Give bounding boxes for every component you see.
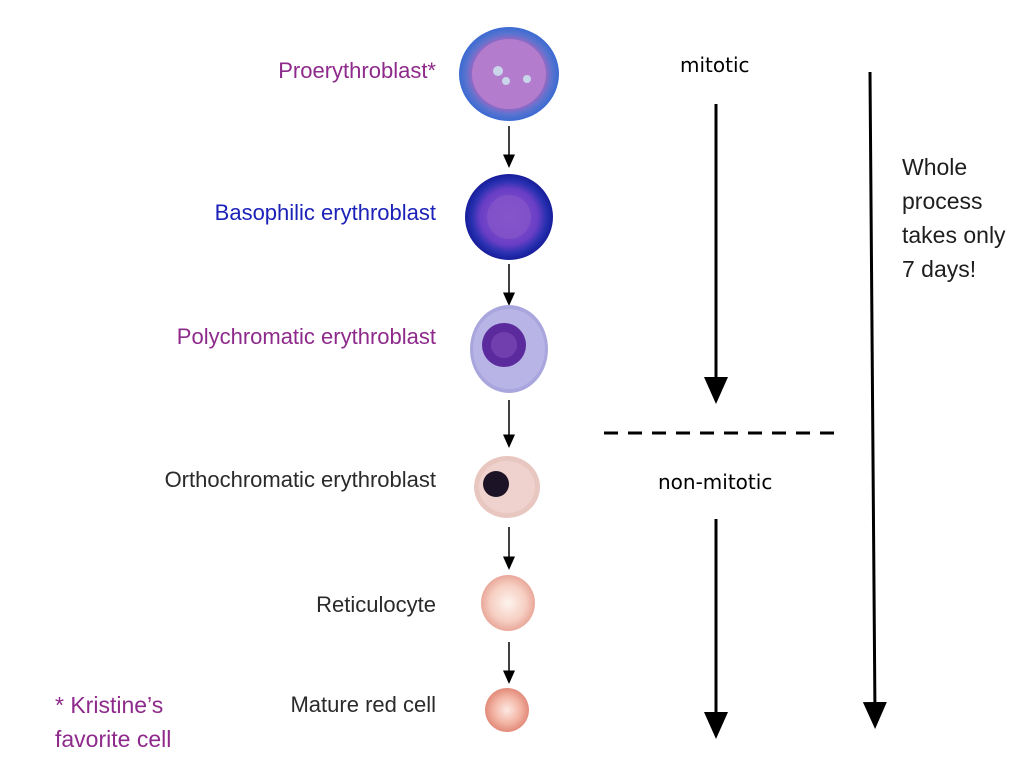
duration-note: Whole process takes only 7 days!: [902, 154, 1006, 282]
footnote: * Kristine’s favorite cell: [55, 692, 172, 752]
stage-label-proerythroblast: Proerythroblast*: [278, 58, 436, 83]
mature-red-cell-image: [485, 688, 529, 732]
stage-label-mature-red-cell: Mature red cell: [290, 692, 436, 717]
stage-label-polychromatic-erythroblast: Polychromatic erythroblast: [176, 324, 436, 349]
polychromatic-erythroblast-cell-image: [470, 305, 548, 393]
basophilic-erythroblast-cell-image: [465, 174, 553, 260]
whole-process-arrow: [862, 71, 887, 729]
stage-label-reticulocyte: Reticulocyte: [316, 592, 436, 617]
proerythroblast-cell-image: [459, 27, 559, 121]
orthochromatic-erythroblast-cell-image: [474, 456, 540, 518]
stage-label-orthochromatic-erythroblast: Orthochromatic erythroblast: [164, 467, 436, 492]
non-mitotic-label: non-mitotic: [658, 470, 773, 494]
mitotic-label: mitotic: [680, 53, 750, 77]
stage-label-basophilic-erythroblast: Basophilic erythroblast: [214, 200, 436, 225]
reticulocyte-cell-image: [481, 575, 535, 631]
